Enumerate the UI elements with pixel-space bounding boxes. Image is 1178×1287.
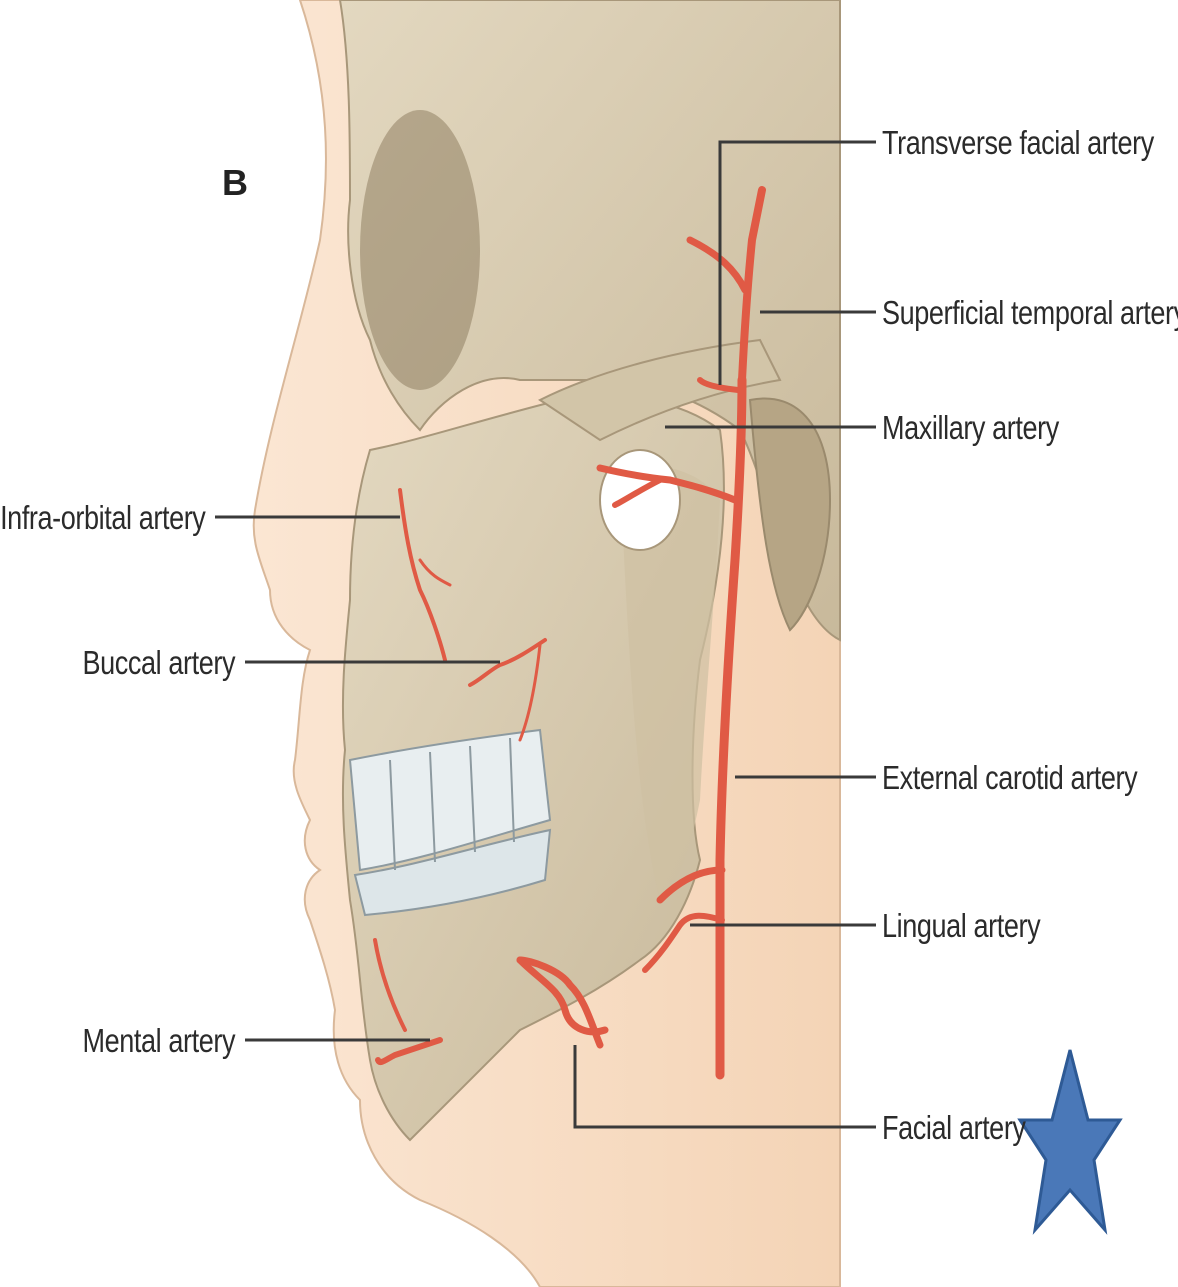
panel-letter: B: [222, 162, 248, 204]
label-facial-artery: Facial artery: [882, 1111, 1026, 1144]
label-maxillary-artery: Maxillary artery: [882, 411, 1059, 444]
label-external-carotid-artery: External carotid artery: [882, 761, 1137, 794]
teeth: [350, 730, 550, 915]
label-transverse-facial-artery: Transverse facial artery: [882, 126, 1154, 159]
label-superficial-temporal-artery: Superficial temporal artery: [882, 296, 1178, 329]
mandibular-notch: [600, 450, 680, 550]
label-lingual-artery: Lingual artery: [882, 909, 1040, 942]
label-buccal-artery: Buccal artery: [82, 646, 235, 679]
label-mental-artery: Mental artery: [82, 1024, 235, 1057]
orbit: [360, 110, 480, 390]
label-infra-orbital-artery: Infra-orbital artery: [0, 501, 205, 534]
star-icon: [1020, 1050, 1120, 1230]
